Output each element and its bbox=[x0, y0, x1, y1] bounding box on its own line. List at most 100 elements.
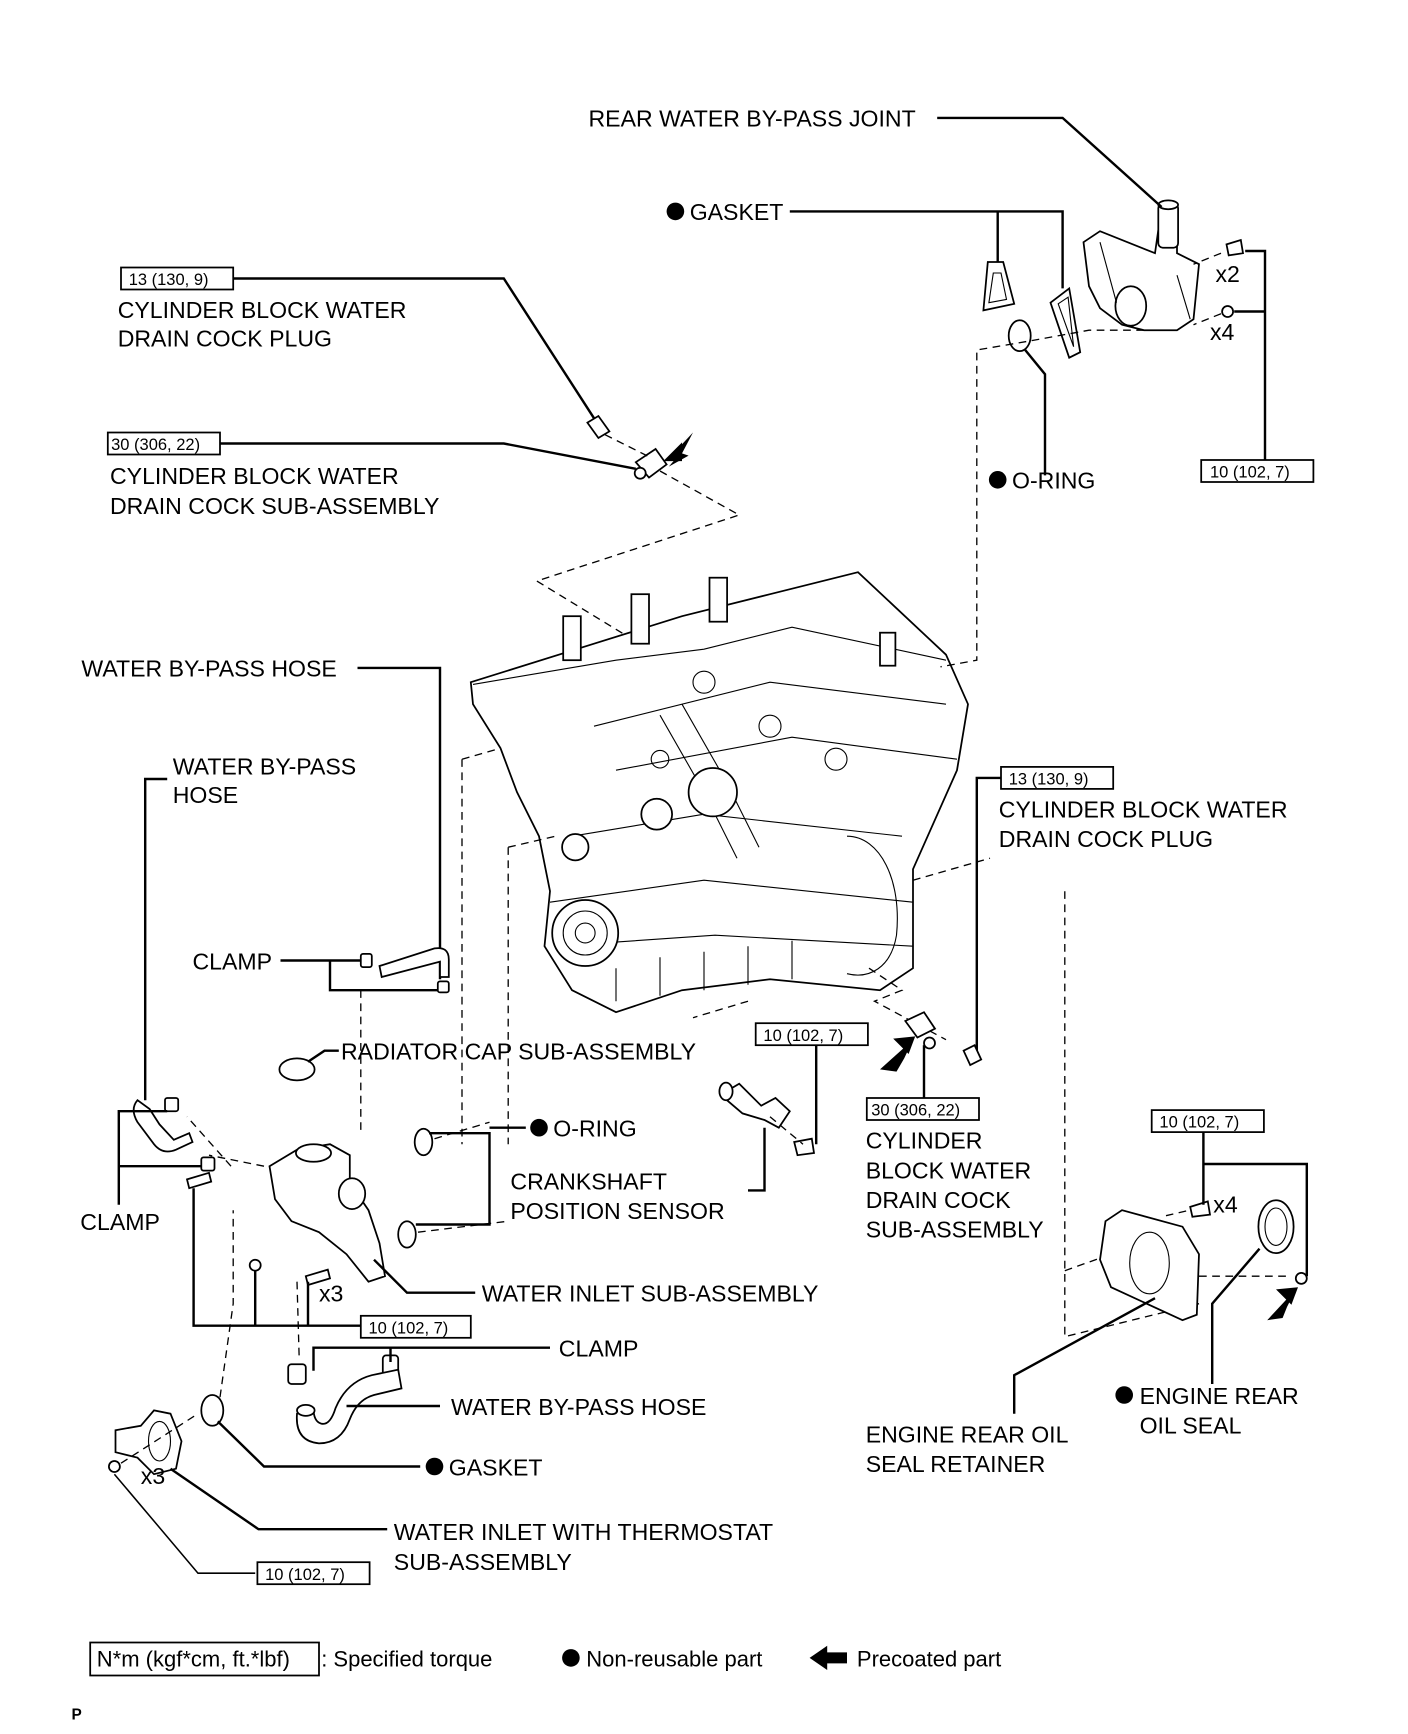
legend-precoated-arrow-icon bbox=[809, 1645, 847, 1670]
torque-value-drain-plug-right: 13 (130, 9) bbox=[1009, 771, 1089, 789]
label-water-inlet-sub: WATER INLET SUB-ASSEMBLY bbox=[482, 1281, 819, 1307]
torque-box-top-right bbox=[1200, 459, 1315, 483]
bolt-thermostat-part bbox=[108, 1460, 121, 1473]
bolt-water-inlet-part bbox=[185, 1171, 213, 1190]
label-o-ring-mid: O-RING bbox=[553, 1116, 636, 1142]
torque-box-thermostat bbox=[256, 1561, 371, 1586]
plug-right-part bbox=[1294, 1272, 1308, 1285]
label-drain-cock-left-line2: DRAIN COCK SUB-ASSEMBLY bbox=[110, 493, 439, 519]
bypass-hose-left-part bbox=[132, 1097, 216, 1172]
water-inlet-thermostat-part bbox=[114, 1409, 183, 1476]
drain-cock-sub-assembly-part-right bbox=[903, 1011, 937, 1050]
engine-rear-oil-seal-part bbox=[1257, 1199, 1295, 1254]
label-bypass-hose-left-line1: WATER BY-PASS bbox=[173, 754, 357, 780]
non-reusable-bullet-icon bbox=[530, 1118, 548, 1137]
label-qty-x4-top: x4 bbox=[1210, 319, 1235, 345]
bypass-hose-upper-part bbox=[378, 947, 450, 979]
label-radiator-cap: RADIATOR CAP SUB-ASSEMBLY bbox=[341, 1039, 696, 1065]
o-ring-part-mid-2 bbox=[397, 1220, 417, 1249]
bolt-x2-part bbox=[1225, 238, 1245, 257]
o-ring-part-mid-1 bbox=[413, 1127, 434, 1157]
precoated-arrow-icon bbox=[663, 429, 696, 467]
label-retainer-line2: SEAL RETAINER bbox=[866, 1451, 1046, 1477]
gasket-part-2 bbox=[1049, 286, 1082, 359]
label-clamp-left: CLAMP bbox=[80, 1209, 160, 1235]
torque-box-crank-sensor bbox=[754, 1022, 869, 1047]
label-gasket-top: GASKET bbox=[690, 199, 784, 225]
label-drain-cock-right-line1: CYLINDER bbox=[866, 1128, 983, 1154]
label-drain-cock-right-line2: BLOCK WATER bbox=[866, 1157, 1032, 1183]
torque-value-drain-plug-left: 13 (130, 9) bbox=[129, 271, 209, 289]
non-reusable-bullet-icon bbox=[666, 202, 685, 221]
label-gasket-lower: GASKET bbox=[449, 1454, 543, 1480]
label-rear-oil-seal-line2: OIL SEAL bbox=[1140, 1413, 1242, 1439]
bolt-x4-low-part bbox=[1189, 1200, 1212, 1218]
gasket-part-1 bbox=[982, 261, 1016, 312]
label-drain-cock-right-line4: SUB-ASSEMBLY bbox=[866, 1217, 1044, 1243]
engine-block-illustration bbox=[469, 571, 969, 1014]
label-qty-x4-low: x4 bbox=[1213, 1191, 1238, 1217]
label-clamp-lower: CLAMP bbox=[559, 1336, 639, 1362]
label-inlet-thermostat-line2: SUB-ASSEMBLY bbox=[394, 1549, 572, 1575]
torque-box-drain-cock-right bbox=[865, 1097, 980, 1121]
engine-rear-oil-seal-retainer-part bbox=[1099, 1209, 1200, 1322]
label-qty-x3-low: x3 bbox=[141, 1463, 165, 1489]
label-inlet-thermostat-line1: WATER INLET WITH THERMOSTAT bbox=[394, 1519, 773, 1545]
label-crank-sensor-line2: POSITION SENSOR bbox=[510, 1198, 724, 1224]
label-rear-water-bypass-joint: REAR WATER BY-PASS JOINT bbox=[589, 106, 916, 132]
legend-non-reusable: Non-reusable part bbox=[586, 1647, 762, 1672]
legend-precoated: Precoated part bbox=[857, 1647, 1001, 1672]
rear-water-bypass-joint-part bbox=[1082, 199, 1200, 332]
nut-water-inlet-part bbox=[248, 1258, 262, 1272]
label-rear-oil-seal-line1: ENGINE REAR bbox=[1140, 1383, 1299, 1409]
label-bypass-hose-upper: WATER BY-PASS HOSE bbox=[81, 656, 336, 682]
clamp-upper-part bbox=[359, 953, 450, 994]
label-drain-plug-right-line2: DRAIN COCK PLUG bbox=[999, 826, 1213, 852]
precoated-arrow-icon bbox=[1267, 1287, 1298, 1321]
crankshaft-position-sensor-part bbox=[718, 1081, 791, 1129]
nut-x4-part bbox=[1221, 305, 1234, 318]
torque-box-drain-cock-left bbox=[106, 431, 221, 456]
legend-torque-box bbox=[89, 1641, 320, 1677]
label-qty-x3-mid: x3 bbox=[319, 1281, 343, 1307]
torque-value-drain-cock-left: 30 (306, 22) bbox=[111, 436, 200, 454]
torque-value-crank-sensor: 10 (102, 7) bbox=[763, 1027, 843, 1045]
drain-cock-sub-assembly-part-left bbox=[633, 447, 668, 480]
non-reusable-bullet-icon bbox=[425, 1457, 444, 1476]
label-clamp-upper: CLAMP bbox=[193, 948, 273, 974]
non-reusable-bullet-icon bbox=[1115, 1386, 1133, 1404]
legend-torque-units: N*m (kgf*cm, ft.*lbf) bbox=[97, 1647, 290, 1672]
torque-value-top-right: 10 (102, 7) bbox=[1210, 464, 1290, 482]
page-marker: P bbox=[72, 1707, 82, 1724]
label-qty-x2: x2 bbox=[1216, 261, 1240, 287]
label-drain-plug-left-line2: DRAIN COCK PLUG bbox=[118, 326, 332, 352]
torque-box-drain-plug-left bbox=[120, 266, 235, 291]
label-drain-plug-left-line1: CYLINDER BLOCK WATER bbox=[118, 297, 407, 323]
torque-value-drain-cock-right: 30 (306, 22) bbox=[871, 1102, 960, 1120]
torque-value-oil-seal-retainer: 10 (102, 7) bbox=[1159, 1114, 1239, 1132]
torque-value-thermostat: 10 (102, 7) bbox=[265, 1566, 345, 1584]
label-drain-plug-right-line1: CYLINDER BLOCK WATER bbox=[999, 796, 1288, 822]
label-o-ring-top: O-RING bbox=[1012, 468, 1095, 494]
gasket-part-lower bbox=[200, 1394, 225, 1427]
o-ring-part-top bbox=[1007, 319, 1032, 352]
label-bypass-hose-left-line2: HOSE bbox=[173, 782, 238, 808]
label-crank-sensor-line1: CRANKSHAFT bbox=[510, 1168, 667, 1194]
bolt-crank-sensor-part bbox=[793, 1137, 816, 1157]
torque-box-oil-seal-retainer bbox=[1150, 1109, 1265, 1133]
radiator-cap-part bbox=[278, 1057, 316, 1082]
precoated-arrow-icon bbox=[880, 1036, 916, 1072]
drain-cock-plug-part-right bbox=[962, 1044, 983, 1067]
torque-box-water-inlet bbox=[359, 1314, 472, 1339]
non-reusable-bullet-icon bbox=[988, 471, 1007, 489]
legend-torque-desc: : Specified torque bbox=[321, 1647, 492, 1672]
legend-non-reusable-bullet-icon bbox=[562, 1649, 580, 1667]
label-retainer-line1: ENGINE REAR OIL bbox=[866, 1421, 1069, 1447]
label-drain-cock-left-line1: CYLINDER BLOCK WATER bbox=[110, 463, 399, 489]
water-inlet-sub-assembly-part bbox=[268, 1143, 386, 1283]
torque-value-water-inlet: 10 (102, 7) bbox=[369, 1319, 449, 1337]
legend: N*m (kgf*cm, ft.*lbf) : Specified torque… bbox=[89, 1641, 1001, 1677]
label-drain-cock-right-line3: DRAIN COCK bbox=[866, 1187, 1012, 1213]
drain-cock-plug-part-left bbox=[586, 414, 611, 440]
